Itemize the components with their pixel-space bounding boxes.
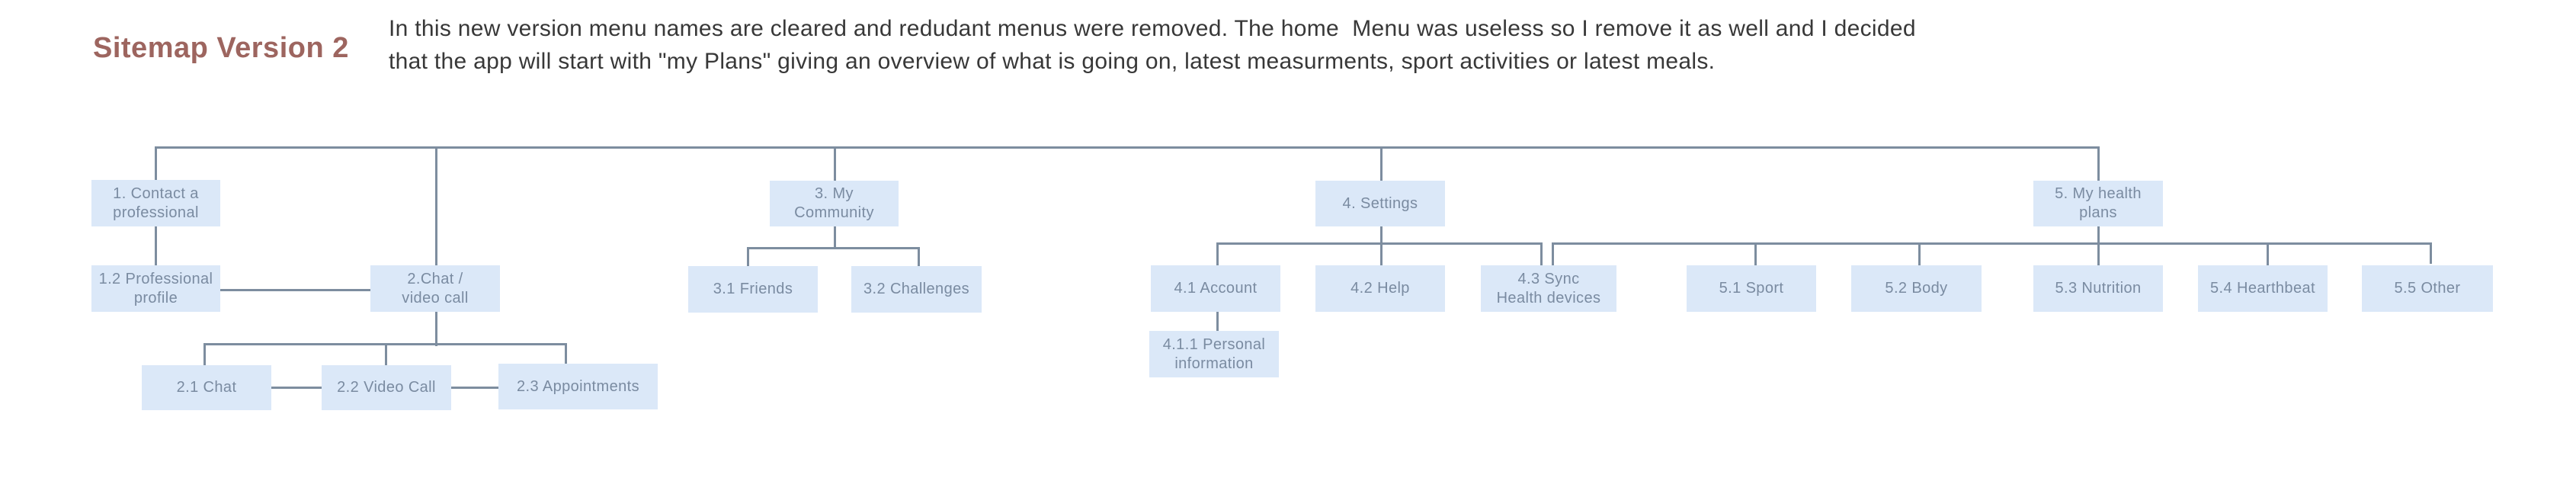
connector-drop-41: [1216, 243, 1219, 265]
connector-link-22-23: [451, 387, 498, 389]
node-my-health-plans: 5. My health plans: [2033, 181, 2163, 226]
connector-41-to-411: [1216, 312, 1219, 331]
node-appointments: 2.3 Appointments: [498, 364, 658, 409]
connector-children-5: [1552, 242, 2432, 245]
connector-drop-54: [2267, 243, 2269, 265]
connector-drop-51: [1754, 243, 1757, 265]
connector-drop-3: [834, 147, 836, 181]
node-label: 4.2 Help: [1350, 280, 1410, 297]
connector-3-down: [834, 226, 836, 249]
node-settings: 4. Settings: [1315, 181, 1445, 226]
connector-link-21-22: [271, 387, 322, 389]
node-body: 5.2 Body: [1851, 265, 1982, 312]
connector-drop-31: [747, 248, 749, 266]
page-title: Sitemap Version 2: [93, 32, 349, 64]
node-label: 1. Contact a professional: [113, 185, 199, 221]
node-label: 5.5 Other: [2394, 280, 2461, 297]
node-challenges: 3.2 Challenges: [851, 266, 982, 313]
node-label: 5.2 Body: [1885, 280, 1948, 297]
connector-drop-1: [155, 147, 157, 180]
node-nutrition: 5.3 Nutrition: [2033, 265, 2163, 312]
description-line-1: In this new version menu names are clear…: [389, 16, 1916, 41]
connector-2-down: [435, 312, 437, 346]
connector-children-3: [747, 247, 920, 249]
node-chat: 2.1 Chat: [142, 365, 271, 410]
connector-drop-22: [385, 344, 387, 365]
connector-children-4: [1216, 242, 1543, 245]
connector-4-down: [1380, 226, 1383, 265]
node-friends: 3.1 Friends: [688, 266, 818, 313]
node-label: 2.3 Appointments: [517, 377, 639, 395]
connector-drop-2: [435, 147, 437, 265]
node-label: 5.3 Nutrition: [2055, 280, 2142, 297]
connector-spine: [155, 146, 2100, 149]
node-label: 5.1 Sport: [1719, 280, 1784, 297]
connector-drop-4: [1380, 147, 1383, 181]
node-label: 1.2 Professional profile: [98, 270, 213, 306]
node-label: 5. My health plans: [2055, 185, 2142, 221]
node-label: 2.1 Chat: [176, 379, 237, 396]
node-sync-health-devices: 4.3 Sync Health devices: [1481, 265, 1616, 312]
description-line-2: that the app will start with "my Plans" …: [389, 49, 1716, 74]
node-account: 4.1 Account: [1151, 265, 1280, 312]
connector-drop-52: [1918, 243, 1921, 265]
node-chat-video-call: 2.Chat / video call: [370, 265, 500, 312]
connector-drop-32: [918, 248, 920, 266]
node-label: 4.1.1 Personal information: [1162, 335, 1266, 372]
connector-5-down: [2097, 226, 2100, 265]
node-label: 4. Settings: [1342, 194, 1418, 212]
connector-drop-43: [1540, 243, 1543, 265]
connector-drop-5: [2097, 147, 2100, 181]
node-label: 4.3 Sync Health devices: [1496, 270, 1601, 306]
node-my-community: 3. My Community: [770, 181, 899, 226]
node-label: 3.2 Challenges: [863, 281, 970, 297]
connector-drop-21: [203, 344, 206, 365]
node-professional-profile: 1.2 Professional profile: [91, 265, 220, 312]
node-help: 4.2 Help: [1315, 265, 1445, 312]
node-label: 3. My Community: [794, 185, 874, 221]
node-sport: 5.1 Sport: [1687, 265, 1816, 312]
connector-link-12-2: [220, 289, 370, 291]
node-label: 5.4 Hearthbeat: [2210, 280, 2315, 297]
node-label: 2.2 Video Call: [337, 379, 436, 396]
node-label: 3.1 Friends: [713, 281, 793, 297]
node-label: 2.Chat / video call: [402, 270, 469, 306]
connector-drop-55: [2430, 243, 2432, 264]
connector-1-to-12: [155, 226, 157, 265]
node-personal-information: 4.1.1 Personal information: [1149, 331, 1279, 377]
node-hearthbeat: 5.4 Hearthbeat: [2198, 265, 2328, 312]
connector-children-5-left-drop: [1552, 243, 1554, 265]
node-video-call: 2.2 Video Call: [322, 365, 451, 410]
node-contact-a-professional: 1. Contact a professional: [91, 180, 220, 226]
connector-drop-23: [565, 344, 567, 364]
description: In this new version menu names are clear…: [389, 12, 1916, 78]
node-other: 5.5 Other: [2362, 265, 2493, 312]
node-label: 4.1 Account: [1174, 280, 1258, 297]
